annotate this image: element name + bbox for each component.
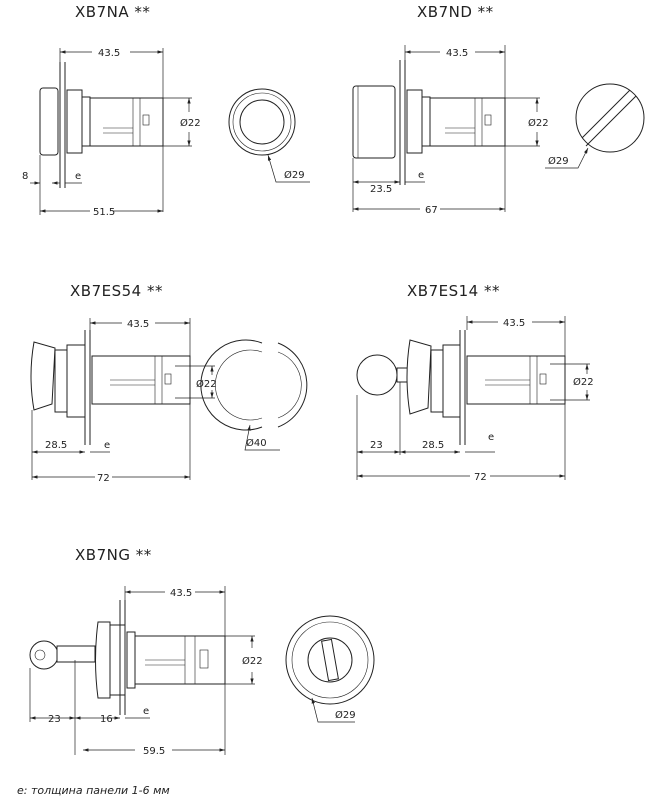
dim-head: 23.5 bbox=[370, 184, 392, 195]
dim-front-diameter: Ø29 bbox=[284, 169, 305, 181]
front-view bbox=[285, 615, 375, 705]
dim-key: 23 bbox=[48, 714, 61, 725]
dim-total: 72 bbox=[97, 473, 110, 484]
dim-panel: e bbox=[418, 170, 424, 181]
dim-total: 51.5 bbox=[93, 207, 115, 218]
dim-panel: e bbox=[143, 706, 149, 717]
button-head bbox=[39, 87, 59, 156]
dim-head: 16 bbox=[100, 714, 113, 725]
dim-front-diameter: Ø29 bbox=[548, 155, 569, 167]
dim-diameter: Ø22 bbox=[196, 378, 217, 390]
dim-panel: e bbox=[488, 432, 494, 443]
dim-width: 43.5 bbox=[98, 48, 120, 59]
dim-total: 59.5 bbox=[143, 746, 165, 757]
dim-panel: e bbox=[104, 440, 110, 451]
drawing-title: XB7ND ** bbox=[417, 3, 494, 21]
dim-width: 43.5 bbox=[446, 48, 468, 59]
drawing-title: XB7ES14 ** bbox=[407, 282, 500, 300]
dim-head: 28.5 bbox=[422, 440, 444, 451]
dim-head: 8 bbox=[22, 171, 28, 182]
drawing-xb7ng: XB7NG ** 43.5 Ø22 Ø29 23 16 e 59.5 bbox=[29, 546, 375, 757]
front-view bbox=[200, 339, 308, 431]
drawing-xb7na: XB7NA ** 43.5 Ø22 Ø29 8 e 51.5 bbox=[22, 3, 310, 218]
dim-width: 43.5 bbox=[127, 319, 149, 330]
dim-diameter: Ø22 bbox=[180, 117, 201, 129]
drawing-xb7nd: XB7ND ** 43.5 Ø22 Ø29 23.5 e 67 bbox=[352, 3, 645, 216]
dim-panel: e bbox=[75, 171, 81, 182]
button-body bbox=[429, 97, 506, 147]
dim-front-diameter: Ø29 bbox=[335, 709, 356, 721]
drawing-title: XB7NG ** bbox=[75, 546, 152, 564]
front-view bbox=[575, 83, 645, 153]
dim-total: 72 bbox=[474, 472, 487, 483]
dim-head: 28.5 bbox=[45, 440, 67, 451]
key bbox=[29, 640, 59, 670]
drawing-xb7es54: XB7ES54 ** 43.5 Ø22 Ø40 28.5 e 72 bbox=[30, 282, 308, 484]
dim-diameter: Ø22 bbox=[242, 655, 263, 667]
selector-head bbox=[352, 85, 396, 159]
dim-diameter: Ø22 bbox=[573, 376, 594, 388]
lock-head bbox=[95, 621, 111, 699]
drawing-title: XB7NA ** bbox=[75, 3, 150, 21]
dim-diameter: Ø22 bbox=[528, 117, 549, 129]
drawing-title: XB7ES54 ** bbox=[70, 282, 163, 300]
dim-width: 43.5 bbox=[170, 588, 192, 599]
button-body bbox=[89, 97, 164, 147]
pull-ring bbox=[356, 354, 398, 396]
footnote: e: толщина панели 1-6 мм bbox=[17, 784, 170, 797]
drawing-xb7es14: XB7ES14 ** 43.5 Ø22 23 28.5 e 72 bbox=[356, 282, 594, 483]
dim-total: 67 bbox=[425, 205, 438, 216]
dim-width: 43.5 bbox=[503, 318, 525, 329]
mushroom-head bbox=[406, 339, 432, 415]
front-view bbox=[239, 99, 285, 145]
mushroom-head bbox=[30, 341, 56, 411]
dim-front-diameter: Ø40 bbox=[246, 437, 267, 449]
dim-ring: 23 bbox=[370, 440, 383, 451]
